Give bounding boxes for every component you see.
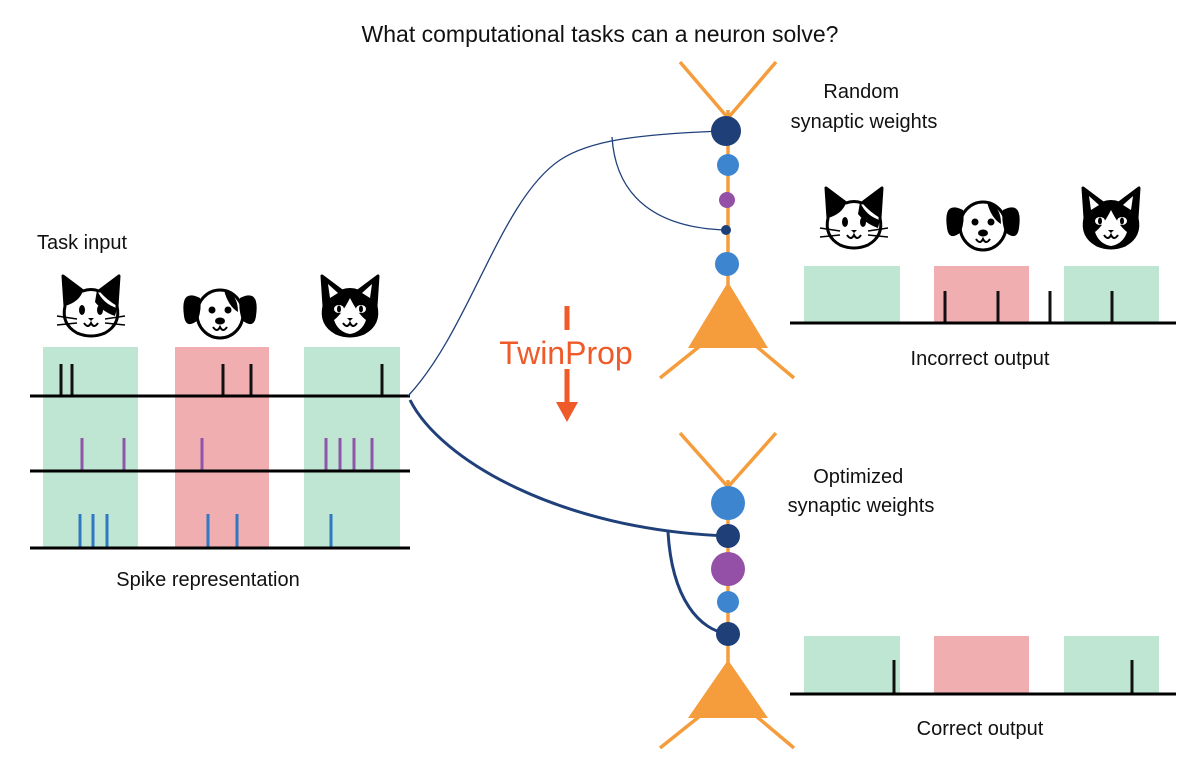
white-cat-face-icon (56, 274, 126, 338)
cat-window-1 (804, 266, 900, 323)
synapse (715, 252, 739, 276)
spike-representation (30, 347, 410, 550)
spike-representation-label: Spike representation (116, 569, 299, 591)
cat-window-2 (1064, 636, 1159, 693)
correct-output (790, 636, 1176, 696)
method-label: TwinProp (499, 335, 632, 371)
soma (688, 282, 768, 348)
spike-train-3 (78, 514, 333, 547)
correct-output-label: Correct output (917, 718, 1044, 740)
dog-face-icon (946, 200, 1020, 252)
title: What computational tasks can a neuron so… (362, 21, 839, 47)
spike-train-1 (59, 364, 384, 395)
synapse (719, 192, 735, 208)
spike-train-2 (80, 438, 374, 470)
soma (688, 660, 768, 718)
black-cat-face-icon (320, 274, 380, 338)
synapse (716, 524, 740, 548)
synapse (721, 225, 731, 235)
random-weights-label: Random synaptic weights (791, 81, 938, 133)
synapse (711, 486, 745, 520)
twinprop-arrow (556, 306, 578, 422)
dog-face-icon (183, 288, 257, 340)
optimized-weights-label: Optimized synaptic weights (788, 466, 935, 517)
neuron-random (658, 60, 796, 380)
incorrect-output-label: Incorrect output (911, 348, 1050, 370)
random-axon (407, 130, 727, 397)
synapse (711, 116, 741, 146)
synapse (717, 591, 739, 613)
white-cat-face-icon (819, 186, 889, 250)
cat-window-2 (304, 347, 400, 547)
cat-window-1 (43, 347, 138, 547)
incorrect-output (790, 266, 1176, 325)
dog-window (934, 266, 1029, 323)
dog-window (934, 636, 1029, 693)
synapse (711, 552, 745, 586)
cat-window-1 (804, 636, 900, 693)
synapse (717, 154, 739, 176)
task-input-label: Task input (37, 232, 127, 254)
synapse (716, 622, 740, 646)
neuron-optimized (658, 431, 796, 750)
black-cat-face-icon (1081, 186, 1141, 250)
